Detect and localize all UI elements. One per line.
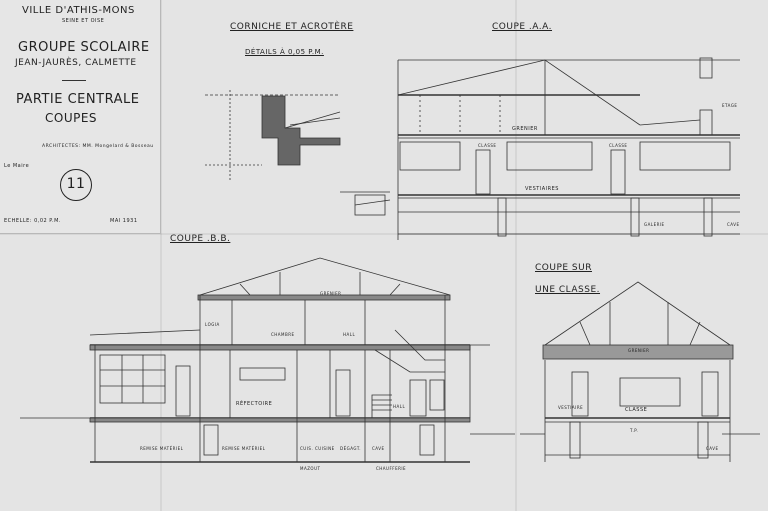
project-subtitle: JEAN-JAURÈS, CALMETTE <box>15 58 137 68</box>
divider <box>62 80 86 81</box>
label-etage: ETAGE <box>722 103 738 108</box>
scale: ECHELLE: 0,02 P.M. <box>4 218 62 224</box>
label-hall-lower: HALL <box>393 404 406 409</box>
coupe-aa-drawing <box>397 57 740 240</box>
date: MAI 1931 <box>110 218 138 224</box>
corniche-scale: DÉTAILS À 0,05 P.M. <box>245 48 324 56</box>
sheet-number: 11 <box>66 176 86 192</box>
project-title: GROUPE SCOLAIRE <box>18 40 150 55</box>
label-remise-1: REMISE MATÉRIEL <box>140 446 184 451</box>
label-cave-classe: CAVE <box>706 446 719 451</box>
coupe-classe-drawing <box>520 281 760 462</box>
part-title: PARTIE CENTRALE <box>16 92 140 107</box>
label-grenier-classe: GRENIER <box>628 348 650 353</box>
drawing-type: COUPES <box>45 111 98 125</box>
town-name: VILLE D'ATHIS-MONS <box>22 5 135 16</box>
label-vestiaire: VESTIAIRE <box>558 405 584 410</box>
corniche-title: CORNICHE ET ACROTÈRE <box>230 22 354 32</box>
label-chaufferie: CHAUFFERIE <box>376 466 407 471</box>
label-grenier-bb: GRENIER <box>320 291 342 296</box>
label-classe: CLASSE <box>625 407 648 413</box>
fold-line <box>515 0 517 511</box>
label-cave-bb: CAVE <box>372 446 385 451</box>
label-vestiaires: VESTIAIRES <box>525 186 559 192</box>
coupe-bb-title: COUPE .B.B. <box>170 234 231 244</box>
label-refectoire: RÉFECTOIRE <box>236 401 273 407</box>
coupe-classe-title-2: UNE CLASSE. <box>535 285 601 295</box>
label-mazout: MAZOUT <box>300 466 321 471</box>
coupe-aa-title: COUPE .A.A. <box>492 22 553 32</box>
department: SEINE ET OISE <box>62 18 105 24</box>
label-classe-aa-1: CLASSE <box>478 143 497 148</box>
label-degagement: DÉGAGT. <box>340 446 362 451</box>
sheet-number-circle: 11 <box>60 169 92 201</box>
owner-signature: Le Maire <box>4 163 30 169</box>
fold-line <box>160 0 162 511</box>
coupe-bb-drawing <box>20 257 515 463</box>
label-grenier-aa: GRENIER <box>512 126 538 132</box>
label-galerie: GALERIE <box>644 222 665 227</box>
corniche-detail <box>205 90 391 216</box>
coupe-classe-title-1: COUPE SUR <box>535 263 592 273</box>
fold-line <box>0 233 768 235</box>
label-classe-aa-2: CLASSE <box>609 143 628 148</box>
label-chambre: CHAMBRE <box>271 332 295 337</box>
title-block: VILLE D'ATHIS-MONS SEINE ET OISE GROUPE … <box>0 0 161 234</box>
label-hall-upper: HALL <box>343 332 356 337</box>
label-tp: T.P. <box>630 428 639 433</box>
label-cuisine: CUIS. CUISINE <box>300 446 335 451</box>
architects: ARCHITECTES: MM. Mongelard & Bosseau <box>42 144 154 149</box>
label-logia: LOGIA <box>205 322 220 327</box>
label-remise-2: REMISE MATÉRIEL <box>222 446 266 451</box>
label-cave-aa: CAVE <box>727 222 740 227</box>
